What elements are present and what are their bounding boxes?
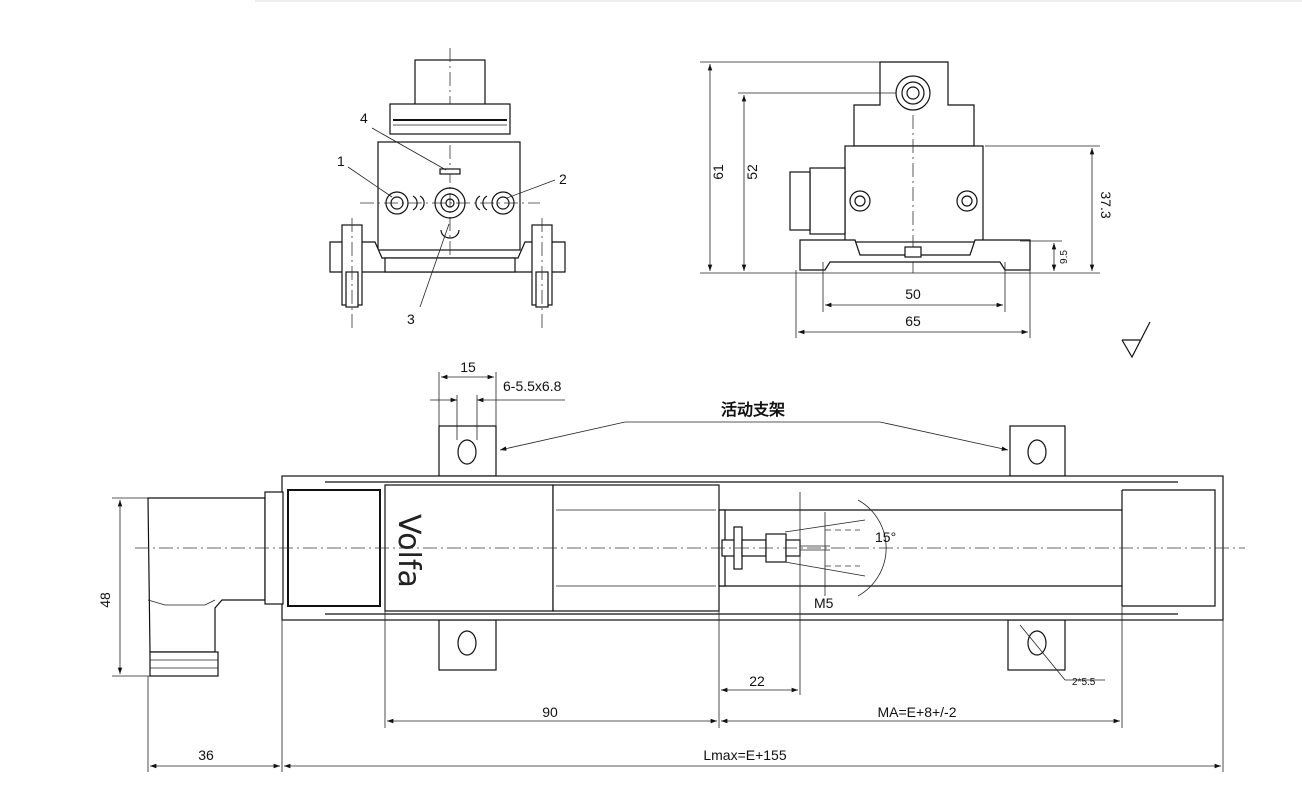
- dim-connector: 36: [198, 747, 214, 763]
- dim-37-3: 37.3: [1098, 191, 1114, 218]
- front-screw-2: [491, 191, 515, 215]
- dim-65: 65: [905, 313, 921, 329]
- connector-plug: [147, 497, 266, 653]
- dim-9-5: 9.5: [1059, 250, 1070, 264]
- side-screw-left: [849, 190, 871, 212]
- callout-1: 1: [337, 153, 345, 169]
- surface-finish-symbol: [1121, 321, 1151, 359]
- front-center-screw: [434, 187, 466, 219]
- dim-slot-size: 6-5.5x6.8: [503, 378, 562, 394]
- dim-angle: 15°: [875, 529, 896, 545]
- dim-len-90: 90: [542, 704, 558, 720]
- callout-2: 2: [559, 171, 567, 187]
- callout-3: 3: [407, 311, 415, 327]
- dim-hole: 2*5.5: [1072, 677, 1096, 688]
- dim-offset-22: 22: [749, 673, 765, 689]
- side-screw-right: [956, 190, 978, 212]
- plan-view: Volfa: [97, 359, 1245, 772]
- bracket-label: 活动支架: [721, 400, 785, 419]
- dim-50: 50: [905, 286, 921, 302]
- front-slot-4: [439, 168, 461, 175]
- dim-61: 61: [710, 164, 726, 180]
- bracket-bottom-left: [438, 619, 497, 671]
- front-screw-1: [385, 191, 409, 215]
- side-view: 61 52 37.3 9.5 50 65: [700, 61, 1114, 338]
- front-port-3: [440, 229, 460, 239]
- callout-4: 4: [360, 110, 368, 126]
- dim-thread: M5: [814, 595, 834, 611]
- side-body: [844, 145, 984, 243]
- dim-52: 52: [744, 164, 760, 180]
- dim-lmax: Lmax=E+155: [703, 747, 786, 763]
- angle-arc: [857, 499, 887, 597]
- brand-logo: Volfa: [391, 514, 426, 588]
- dim-ma: MA=E+8+/-2: [878, 704, 957, 720]
- bracket-top-left: [438, 425, 497, 477]
- dim-height: 48: [97, 592, 113, 608]
- side-plug: [809, 167, 846, 235]
- bracket-top-right: [1009, 425, 1066, 477]
- dim-slot-pitch: 15: [460, 359, 476, 375]
- front-view: 4 1 2 3: [329, 48, 567, 328]
- front-body: [377, 141, 521, 251]
